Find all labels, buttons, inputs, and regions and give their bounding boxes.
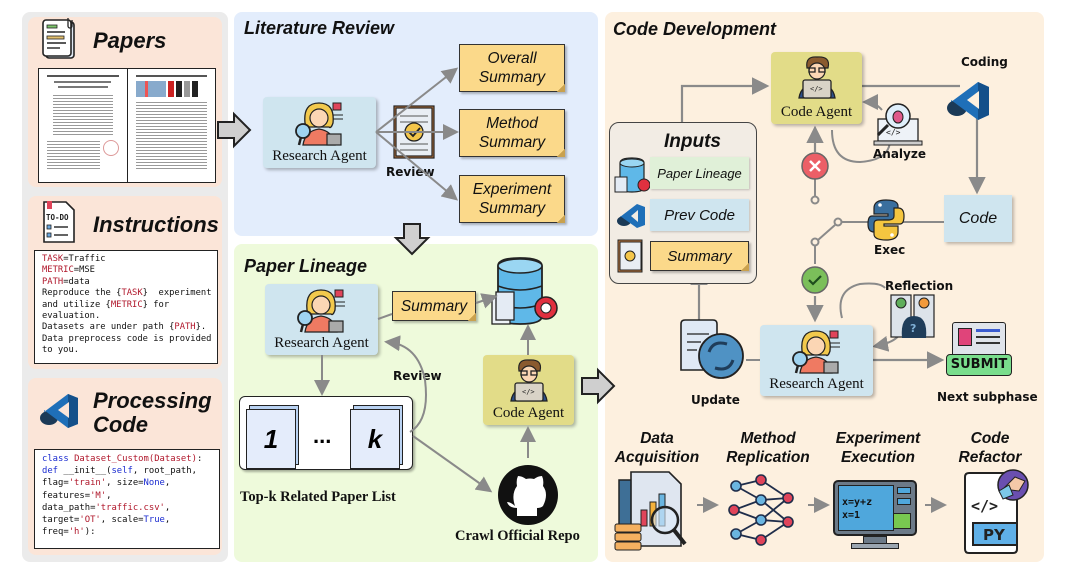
todo-label: TO-DO bbox=[46, 213, 69, 222]
paper-page-1 bbox=[39, 69, 128, 182]
input-summary[interactable]: Summary bbox=[650, 241, 749, 271]
svg-text:</>: </> bbox=[971, 497, 998, 515]
code-refactor-icon: </> PY bbox=[964, 469, 1029, 554]
svg-text:PY: PY bbox=[983, 526, 1006, 544]
top-k-list-label: Top-k Related Paper List bbox=[240, 489, 396, 505]
input-prev-code[interactable]: Prev Code bbox=[650, 199, 749, 231]
database-gear-icon bbox=[614, 157, 651, 193]
paper-page-2 bbox=[128, 69, 216, 182]
processing-code-snippet: class Dataset_Custom(Dataset): def __ini… bbox=[34, 449, 220, 549]
neural-network-icon bbox=[728, 474, 794, 546]
pass-check-icon bbox=[801, 266, 829, 294]
fail-x-icon bbox=[801, 152, 829, 180]
update-label: Update bbox=[691, 393, 740, 407]
svg-text:</>: </> bbox=[522, 388, 535, 396]
research-agent-avatar-icon bbox=[792, 330, 840, 374]
code-output-box[interactable]: Code bbox=[944, 195, 1012, 242]
lineage-review-label: Review bbox=[393, 369, 442, 383]
papers-title: Papers bbox=[93, 28, 167, 53]
flow-arrow-right-icon bbox=[581, 367, 616, 405]
reflection-label: Reflection bbox=[885, 279, 954, 293]
instr-var-task: TASK bbox=[42, 254, 64, 264]
lineage-summary-note[interactable]: Summary bbox=[392, 291, 476, 321]
paper-k[interactable]: k bbox=[350, 409, 400, 469]
research-agent-avatar-icon bbox=[295, 102, 343, 146]
processing-code-title: Processing Code bbox=[93, 388, 212, 437]
github-icon bbox=[498, 465, 558, 525]
submit-icon[interactable]: SUBMIT bbox=[946, 322, 1012, 384]
paper-ellipsis: ... bbox=[313, 423, 332, 448]
clipped-document-icon bbox=[42, 18, 75, 59]
inputs-box: Inputs Paper Lineage Prev Code Summary bbox=[609, 122, 757, 284]
paper-1[interactable]: 1 bbox=[246, 409, 296, 469]
paper-pages-preview bbox=[38, 68, 216, 183]
instructions-text: TASK=Traffic METRIC=MSE PATH=data Reprod… bbox=[34, 250, 218, 364]
top-k-paper-list[interactable]: 1 ... k bbox=[239, 396, 413, 470]
analyze-label: Analyze bbox=[873, 147, 926, 161]
coding-label: Coding bbox=[961, 55, 1008, 69]
submit-button[interactable]: SUBMIT bbox=[946, 354, 1012, 376]
vscode-icon bbox=[617, 204, 645, 228]
lit-review-label: Review bbox=[386, 165, 435, 179]
todo-list-icon: TO-DO bbox=[43, 201, 75, 243]
analyze-bug-icon: </> bbox=[873, 103, 923, 146]
crawl-repo-label: Crawl Official Repo bbox=[455, 528, 580, 544]
code-agent-avatar-icon: </> bbox=[798, 56, 836, 99]
research-agent-lineage[interactable]: Research Agent bbox=[265, 284, 378, 355]
review-notebook-icon bbox=[617, 239, 643, 273]
exec-label: Exec bbox=[874, 243, 906, 257]
literature-review-title: Literature Review bbox=[244, 18, 395, 38]
data-acquisition-icon bbox=[614, 471, 687, 551]
svg-text:</>: </> bbox=[810, 85, 823, 93]
python-icon bbox=[867, 199, 905, 241]
research-agent-code[interactable]: Research Agent bbox=[760, 325, 873, 396]
paper-lineage-title: Paper Lineage bbox=[244, 256, 368, 276]
code-agent-avatar-icon: </> bbox=[510, 359, 548, 402]
flow-arrow-down-icon bbox=[393, 223, 431, 256]
inputs-title: Inputs bbox=[664, 131, 721, 152]
svg-text:</>: </> bbox=[886, 128, 901, 137]
code-agent-lineage[interactable]: </> Code Agent bbox=[483, 355, 574, 425]
vscode-icon bbox=[947, 82, 989, 120]
input-paper-lineage[interactable]: Paper Lineage bbox=[650, 157, 749, 189]
instructions-title: Instructions bbox=[93, 212, 219, 237]
research-agent-avatar-icon bbox=[297, 289, 345, 333]
flow-arrow-right-icon bbox=[217, 111, 252, 149]
code-agent-main[interactable]: </> Code Agent bbox=[771, 52, 862, 124]
vscode-icon bbox=[40, 394, 78, 428]
svg-text:?: ? bbox=[910, 322, 916, 335]
experiment-monitor-icon: x=y+z x=1 bbox=[833, 480, 917, 552]
database-gear-icon bbox=[491, 257, 558, 325]
next-subphase-label: Next subphase bbox=[937, 390, 1038, 404]
reflection-icon: ? bbox=[890, 294, 935, 338]
research-agent-lit[interactable]: Research Agent bbox=[263, 97, 376, 168]
code-development-title: Code Development bbox=[613, 19, 777, 39]
update-document-icon bbox=[680, 319, 744, 379]
